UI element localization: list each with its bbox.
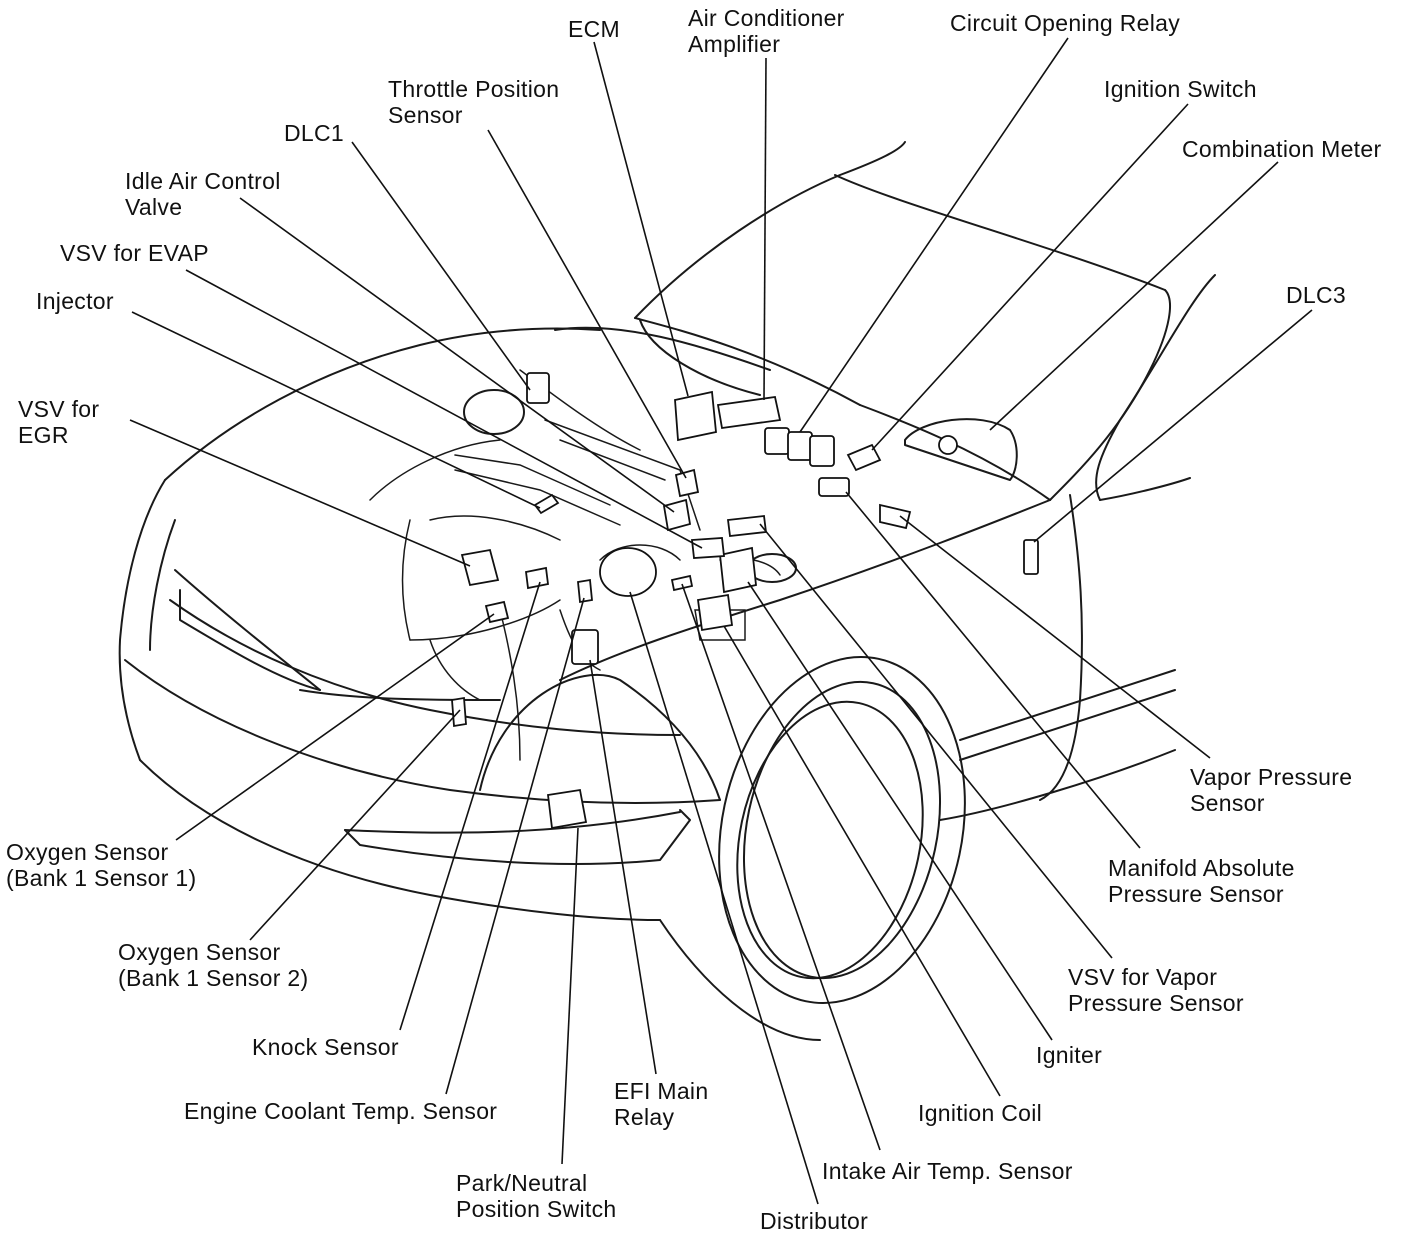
leader-distributor	[629, 591, 819, 1205]
label-knock-sensor: Knock Sensor	[252, 1034, 399, 1060]
label-air-conditioner-amplifier: Air Conditioner Amplifier	[688, 5, 845, 57]
label-throttle-position-sensor: Throttle Position Sensor	[388, 76, 560, 128]
vapor-pressure-sensor-part	[879, 503, 912, 530]
leader-igniter	[747, 581, 1053, 1041]
leader-idle-air-control-valve	[239, 197, 675, 513]
relay-block-3	[809, 435, 835, 467]
leader-circuit-opening-relay	[799, 37, 1069, 433]
leader-vapor-pressure-sensor	[899, 515, 1211, 759]
label-ignition-switch: Ignition Switch	[1104, 76, 1257, 102]
vsv-egr-part	[460, 548, 500, 587]
knock-sensor-part	[525, 566, 549, 590]
oxygen-sensor-b1s1-part	[484, 600, 510, 624]
vsv-vapor-pressure-sensor-part	[726, 515, 768, 537]
label-circuit-opening-relay: Circuit Opening Relay	[950, 10, 1181, 36]
map-sensor-part	[818, 477, 850, 497]
leader-vsv-egr	[129, 419, 471, 567]
efi-main-relay-part	[571, 629, 599, 665]
label-vsv-egr: VSV for EGR	[18, 396, 100, 448]
distributor-part	[599, 547, 657, 597]
label-oxygen-sensor-bank1-sensor1: Oxygen Sensor (Bank 1 Sensor 1)	[6, 839, 197, 891]
leader-dlc1	[351, 141, 531, 391]
leader-vsv-evap	[185, 269, 703, 549]
label-dlc3: DLC3	[1286, 282, 1347, 308]
leader-ignition-coil	[723, 625, 1001, 1097]
ac-amplifier-part	[716, 395, 782, 430]
car-body-outline	[118, 141, 1216, 1041]
label-vsv-evap: VSV for EVAP	[60, 240, 209, 266]
label-park-neutral-position-switch: Park/Neutral Position Switch	[456, 1170, 617, 1222]
leader-injector	[131, 311, 541, 509]
throttle-body-part	[691, 537, 725, 559]
label-distributor: Distributor	[760, 1208, 869, 1234]
label-ecm: ECM	[568, 16, 621, 42]
ignition-coil-part	[696, 593, 734, 632]
label-vsv-vapor-pressure-sensor: VSV for Vapor Pressure Sensor	[1068, 964, 1244, 1016]
throttle-position-sensor-part	[674, 468, 700, 498]
relay-block-2	[787, 431, 813, 461]
engine-coolant-temp-sensor-part	[577, 578, 593, 604]
dlc1-part	[526, 372, 550, 404]
engine-bay	[369, 369, 781, 761]
label-ignition-coil: Ignition Coil	[918, 1100, 1043, 1126]
combination-meter-part	[938, 435, 958, 455]
leader-vsv-vapor-pressure-sensor	[759, 523, 1113, 959]
leader-intake-air-temp-sensor	[681, 583, 881, 1151]
label-igniter: Igniter	[1036, 1042, 1103, 1068]
leader-oxygen-sensor-b1s1	[175, 613, 495, 841]
igniter-part	[719, 546, 757, 594]
label-oxygen-sensor-bank1-sensor2: Oxygen Sensor (Bank 1 Sensor 2)	[118, 939, 309, 991]
leader-ac-amplifier	[763, 57, 767, 401]
leader-ecm	[593, 41, 689, 397]
leader-knock-sensor	[399, 581, 541, 1031]
leader-lines	[129, 37, 1313, 1205]
label-idle-air-control-valve: Idle Air Control Valve	[125, 168, 281, 220]
label-combination-meter: Combination Meter	[1182, 136, 1382, 162]
leader-efi-main-relay	[589, 659, 657, 1075]
ignition-switch-part	[846, 443, 882, 472]
park-neutral-switch-part	[547, 788, 588, 830]
label-intake-air-temp-sensor: Intake Air Temp. Sensor	[822, 1158, 1073, 1184]
leader-park-neutral-switch	[561, 827, 579, 1165]
injector-part	[533, 493, 560, 515]
idle-air-control-valve-part	[662, 498, 692, 532]
leader-ignition-switch	[871, 103, 1189, 451]
label-efi-main-relay: EFI Main Relay	[614, 1078, 709, 1130]
leader-map-sensor	[845, 491, 1141, 849]
ecm-part	[674, 390, 717, 442]
label-vapor-pressure-sensor: Vapor Pressure Sensor	[1190, 764, 1353, 816]
label-manifold-absolute-pressure-sensor: Manifold Absolute Pressure Sensor	[1108, 855, 1295, 907]
label-engine-coolant-temp-sensor: Engine Coolant Temp. Sensor	[184, 1098, 498, 1124]
leader-throttle-position-sensor	[487, 129, 687, 479]
components	[451, 372, 1039, 830]
leader-oxygen-sensor-b1s2	[249, 709, 461, 941]
circuit-opening-relay-part	[764, 427, 790, 455]
intake-air-temp-sensor-part	[670, 574, 694, 592]
dlc3-part	[1023, 539, 1039, 575]
label-dlc1: DLC1	[284, 120, 345, 146]
label-injector: Injector	[36, 288, 114, 314]
leader-combination-meter	[989, 161, 1279, 431]
leader-dlc3	[1033, 309, 1313, 543]
leader-engine-coolant-temp-sensor	[445, 597, 585, 1095]
